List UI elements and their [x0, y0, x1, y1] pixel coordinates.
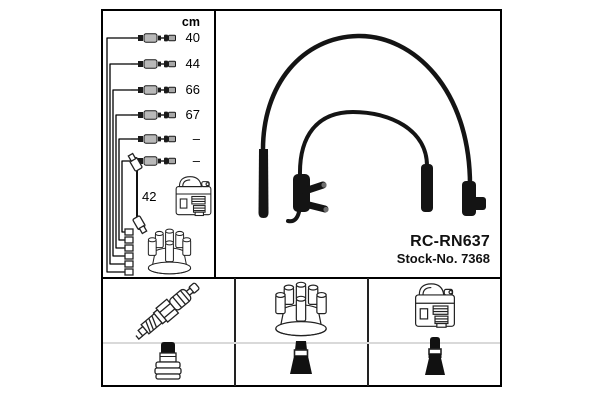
cable-length-1: 40: [185, 30, 200, 45]
coil-end-boot-icon: [425, 337, 445, 375]
distributor-end-boot-icon: [290, 341, 312, 374]
diagram-divider-line: [214, 9, 216, 279]
coil-wire-icon: [127, 152, 148, 235]
unit-header: cm: [181, 15, 200, 29]
grid-top-line: [101, 277, 502, 279]
cable-length-4: 67: [185, 107, 200, 122]
distributor-cap-icon: [275, 281, 327, 337]
inner-cable: [286, 109, 433, 224]
spark-plug-icon: [135, 282, 200, 340]
ignition-coil-icon: [415, 283, 455, 328]
outer-cable: [258, 33, 486, 218]
distributor-terminals: [124, 228, 134, 276]
parts-grid: [135, 281, 455, 380]
straight-boot-icon: [258, 149, 269, 218]
product-text-block: RC-RN637 Stock-No. 7368: [397, 233, 490, 267]
distributor-cap-small-icon: [147, 228, 192, 275]
ignition-coil-small-icon: [175, 176, 212, 217]
terminal-sleeve-icon: [421, 164, 433, 212]
grid-column-divider-1: [234, 278, 236, 386]
cable-length-3: 66: [185, 82, 200, 97]
straight-plug-boot-icon: [154, 342, 182, 380]
cable-length-6: –: [192, 153, 200, 168]
cable-length-2: 44: [185, 56, 200, 71]
cable-length-diagram: [106, 33, 212, 276]
cable-length-5: –: [192, 131, 200, 146]
product-code: RC-RN637: [410, 233, 490, 250]
product-stock-number: Stock-No. 7368: [396, 251, 490, 266]
coil-wire-length: 42: [142, 189, 157, 204]
elbow-boot-icon: [462, 181, 486, 216]
distributor-connector-icon: [286, 174, 329, 224]
wire-bundle: [106, 37, 131, 273]
ignition-cable-set-illustration: [258, 33, 486, 224]
grid-column-divider-2: [367, 278, 369, 386]
